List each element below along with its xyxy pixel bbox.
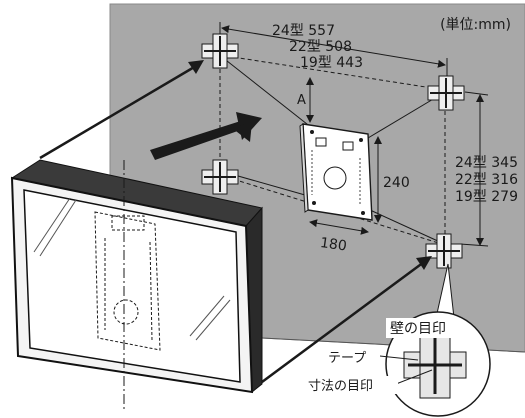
tv-monitor xyxy=(10,159,263,410)
alignment-arrows xyxy=(39,64,425,384)
tape-mark-bottom-left xyxy=(201,159,239,195)
dim-a-label: A xyxy=(297,93,306,108)
vdim-19: 19型 279 xyxy=(455,189,518,205)
bracket-width-label: 180 xyxy=(319,235,348,255)
vdim-22: 22型 316 xyxy=(455,172,518,188)
callout-tape-label: テープ xyxy=(328,351,366,366)
bracket-height-label: 240 xyxy=(383,175,410,191)
unit-label: (単位:mm) xyxy=(440,17,511,33)
hdim-24: 24型 557 xyxy=(272,23,335,39)
wall-bracket xyxy=(299,123,373,221)
tape-mark-top-left xyxy=(201,33,239,69)
callout-wall-mark-label: 壁の目印 xyxy=(390,321,446,337)
vdim-24: 24型 345 xyxy=(455,155,518,171)
hdim-19: 19型 443 xyxy=(300,55,363,71)
mount-direction-arrow xyxy=(150,112,262,160)
tape-mark-bottom-right xyxy=(425,233,463,269)
hdim-22: 22型 508 xyxy=(289,39,352,55)
tape-mark-top-right xyxy=(427,75,465,111)
callout-dimension-mark-label: 寸法の目印 xyxy=(308,379,373,394)
